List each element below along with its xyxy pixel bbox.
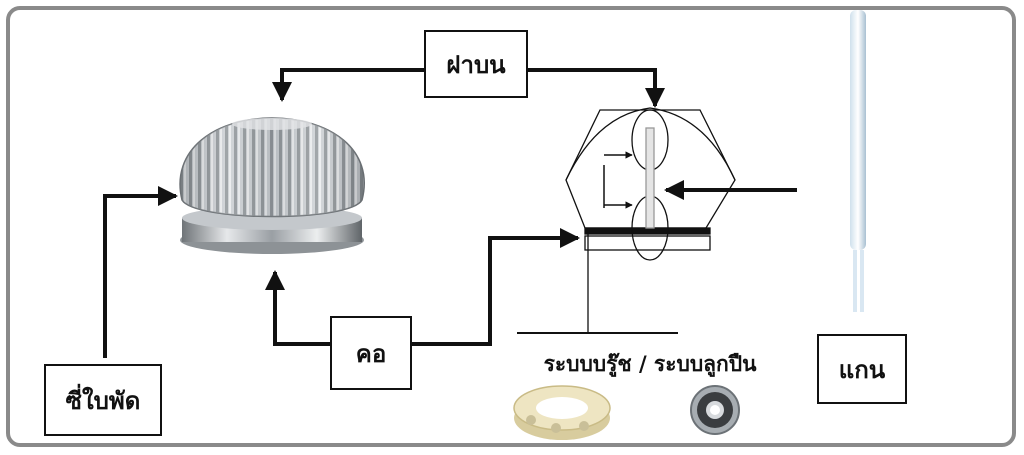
bushing-image <box>513 385 611 440</box>
top-cover-label: ฝาบน <box>424 30 528 98</box>
ball-bearing-image <box>690 385 740 435</box>
blades-label: ซี่ใบพัด <box>44 364 162 436</box>
turbine-schematic <box>517 107 736 334</box>
neck-label: คอ <box>330 316 412 390</box>
bearing-caption: ระบบบรู๊ช / ระบบลูกปืน <box>543 352 757 376</box>
connector-arrows <box>103 68 797 358</box>
turbine-ventilator-image <box>179 117 365 254</box>
shaft-label: แกน <box>817 334 907 404</box>
shaft-image <box>850 10 866 312</box>
